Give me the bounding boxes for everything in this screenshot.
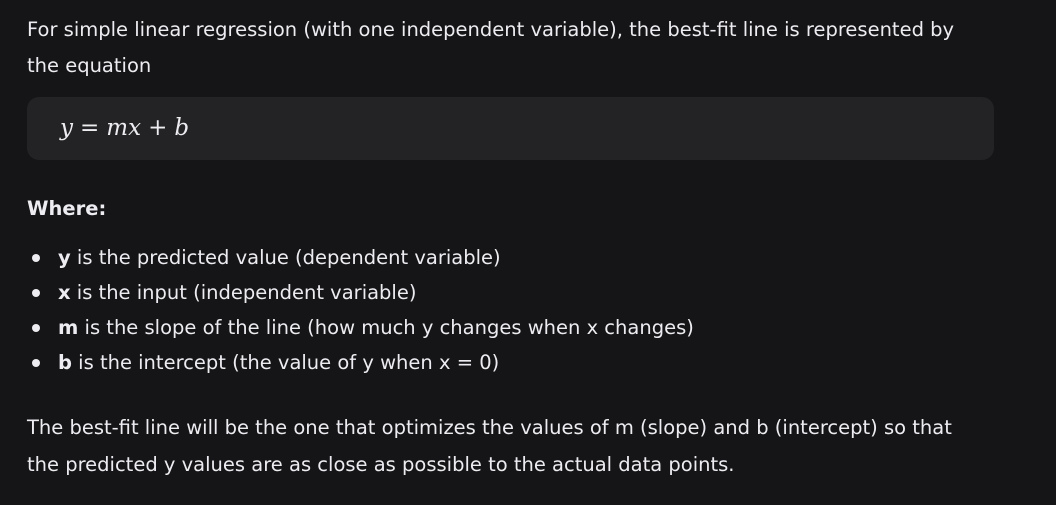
equation-b: b bbox=[174, 115, 190, 141]
term-description: is the intercept (the value of y when x … bbox=[71, 351, 500, 374]
term-label: b bbox=[58, 351, 72, 374]
term-label: x bbox=[58, 281, 71, 304]
bullet-dot bbox=[32, 289, 40, 297]
term-description: is the predicted value (dependent variab… bbox=[70, 246, 501, 269]
list-item: y is the predicted value (dependent vari… bbox=[27, 240, 694, 275]
equation-m: m bbox=[106, 115, 129, 141]
where-heading: Where: bbox=[27, 197, 107, 220]
definitions-list: y is the predicted value (dependent vari… bbox=[27, 240, 694, 380]
equation-equals: = bbox=[80, 115, 100, 141]
equation-x: x bbox=[128, 115, 142, 141]
term-description: is the slope of the line (how much y cha… bbox=[78, 316, 694, 339]
equation-block: y =mx+b bbox=[27, 97, 994, 160]
list-item: m is the slope of the line (how much y c… bbox=[27, 310, 694, 345]
bullet-dot bbox=[32, 324, 40, 332]
equation: y =mx+b bbox=[60, 113, 189, 143]
term-description: is the input (independent variable) bbox=[70, 281, 417, 304]
conclusion-paragraph: The best-fit line will be the one that o… bbox=[27, 416, 952, 476]
list-item: x is the input (independent variable) bbox=[27, 275, 694, 310]
equation-plus: + bbox=[148, 115, 168, 141]
intro-paragraph: For simple linear regression (with one i… bbox=[27, 18, 955, 77]
term-label: y bbox=[58, 246, 71, 269]
bullet-dot bbox=[32, 359, 40, 367]
list-item: b is the intercept (the value of y when … bbox=[27, 345, 694, 380]
equation-y: y bbox=[60, 115, 73, 141]
term-label: m bbox=[58, 316, 79, 339]
bullet-dot bbox=[32, 254, 40, 262]
